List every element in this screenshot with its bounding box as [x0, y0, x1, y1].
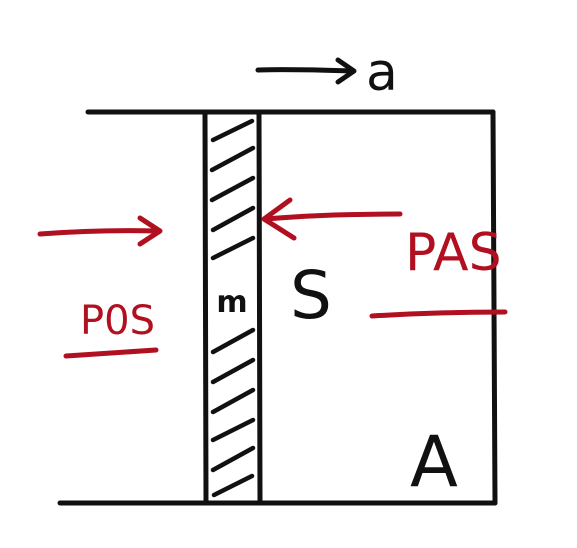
outside-pressure-arrow — [37, 215, 163, 247]
acceleration-arrow — [255, 57, 357, 85]
piston-right-edge — [256, 111, 263, 505]
area-label: S — [290, 257, 332, 334]
inside-pressure-arrow — [261, 197, 403, 241]
piston-hatching — [209, 118, 256, 498]
outside-pressure-underline — [63, 347, 159, 359]
piston-mass-label: m — [216, 285, 247, 320]
piston-left-edge — [202, 111, 209, 505]
tube-label: A — [410, 421, 458, 503]
inside-pressure-label: PAS — [405, 223, 502, 283]
acceleration-label: a — [366, 43, 398, 103]
tube-closed-end — [490, 109, 498, 506]
inside-pressure-underline — [369, 309, 508, 319]
tube — [57, 109, 498, 506]
outside-pressure-label: P0S — [80, 298, 155, 344]
piston: m — [202, 111, 263, 505]
